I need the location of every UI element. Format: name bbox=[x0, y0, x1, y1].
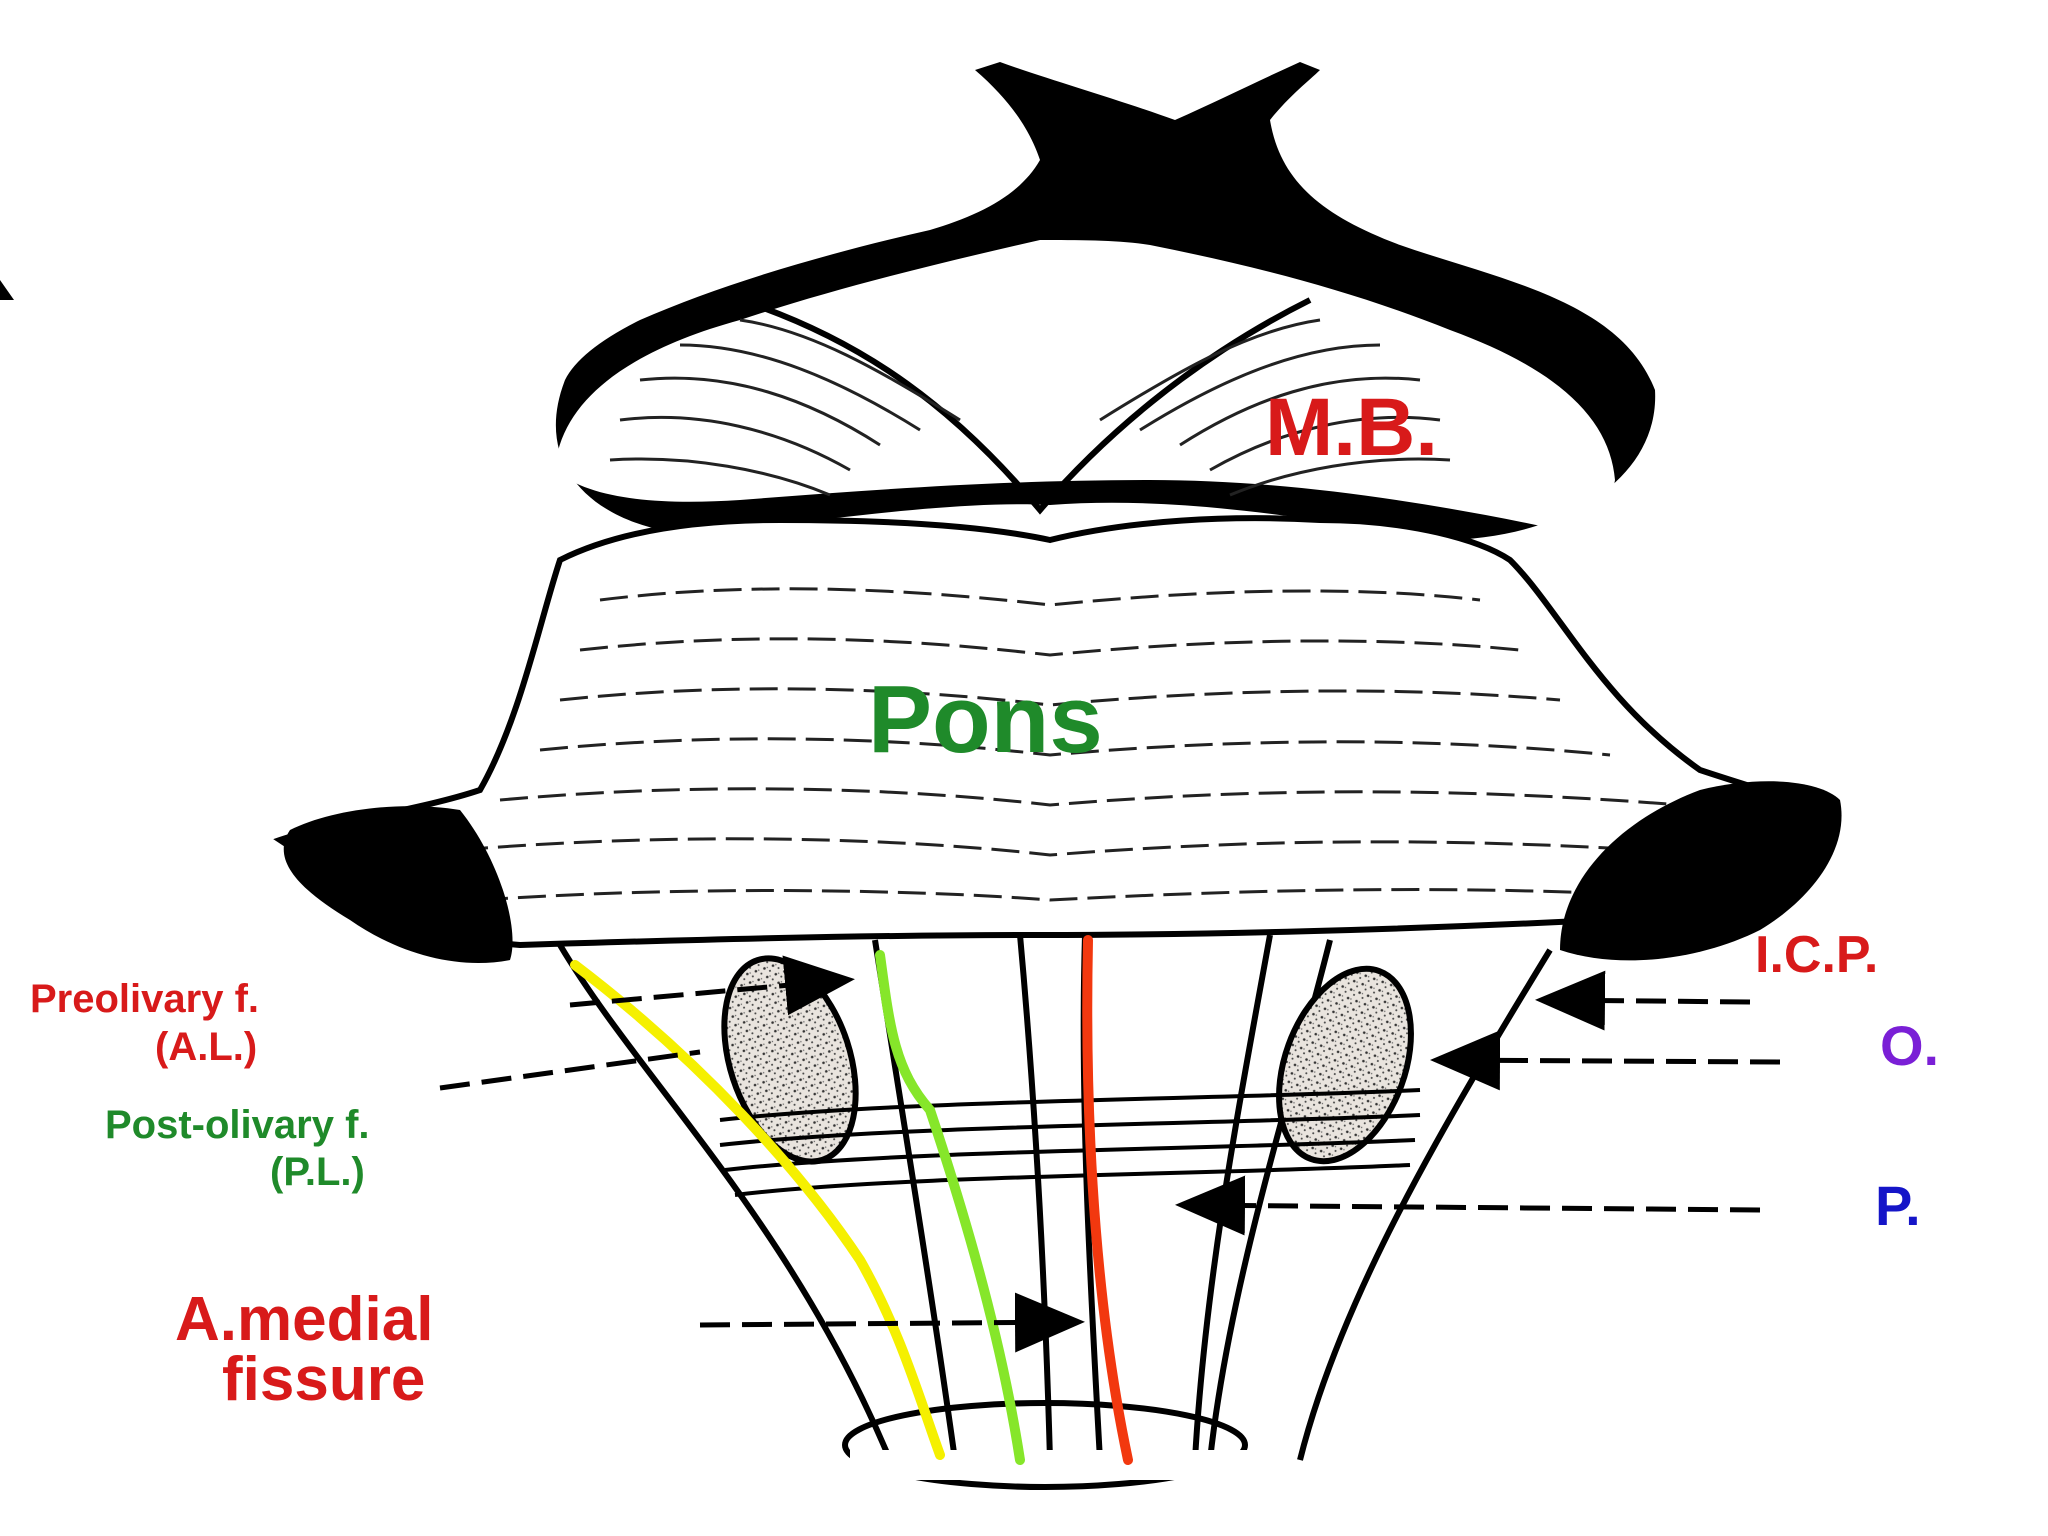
label-postolivary-2: (P.L.) bbox=[270, 1150, 365, 1194]
label-olive: O. bbox=[1880, 1014, 1939, 1077]
label-midbrain: M.B. bbox=[1265, 382, 1438, 473]
label-preolivary-1: Preolivary f. bbox=[30, 977, 259, 1021]
label-icp: I.C.P. bbox=[1755, 926, 1878, 984]
left-peduncle bbox=[283, 806, 513, 964]
label-postolivary-1: Post-olivary f. bbox=[105, 1103, 370, 1147]
edge-mark bbox=[0, 280, 14, 300]
medulla-cut bbox=[850, 1450, 1250, 1480]
right-peduncle bbox=[1560, 781, 1842, 961]
label-pyramid: P. bbox=[1875, 1174, 1921, 1237]
midbrain bbox=[555, 62, 1656, 540]
label-medial-2: fissure bbox=[222, 1345, 425, 1414]
preolivary-fissure-line bbox=[570, 960, 945, 1460]
dashed-arrow-icon bbox=[439, 955, 1781, 1353]
right-olive bbox=[1276, 965, 1414, 1165]
label-pons: Pons bbox=[868, 666, 1103, 773]
label-medial-1: A.medial bbox=[175, 1285, 433, 1354]
anterior-medial-fissure-line bbox=[1082, 935, 1133, 1465]
label-preolivary-2: (A.L.) bbox=[155, 1025, 257, 1069]
postolivary-fissure-line bbox=[875, 950, 1025, 1465]
